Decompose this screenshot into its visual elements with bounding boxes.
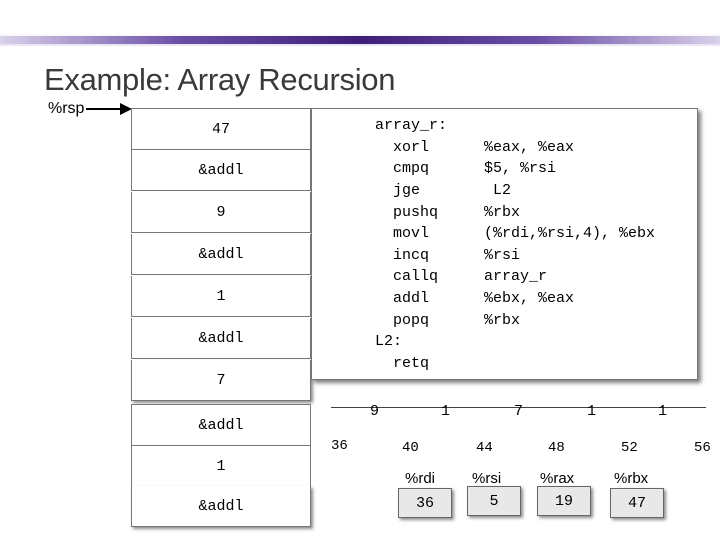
array-element: 1: [587, 403, 597, 420]
register-name: %rsi: [472, 470, 502, 487]
stack-cell: 1: [131, 276, 311, 317]
stack-cell: 7: [131, 360, 311, 401]
code-operands: %rbx: [484, 204, 521, 221]
register-name: %rax: [540, 470, 575, 487]
array-element: 7: [514, 403, 524, 420]
register-name: %rdi: [405, 470, 436, 487]
stack-cell: &addl: [131, 404, 311, 446]
array-address: 40: [402, 440, 419, 456]
array-element: 1: [658, 403, 668, 420]
code-operands: L2: [484, 182, 512, 199]
code-label: L2:: [375, 333, 403, 350]
code-operands: $5, %rsi: [484, 160, 557, 177]
code-mnemonic: xorl: [375, 139, 430, 156]
code-mnemonic: callq: [375, 268, 439, 285]
register-value: 19: [537, 486, 591, 516]
register-value: 47: [610, 488, 664, 518]
array-strip-line: [331, 407, 706, 408]
code-mnemonic: jge: [375, 182, 421, 199]
code-operands: (%rdi,%rsi,4), %ebx: [484, 225, 656, 242]
array-element: 9: [370, 403, 380, 420]
array-element: 1: [441, 403, 451, 420]
slide-title: Example: Array Recursion: [44, 62, 396, 97]
code-mnemonic: popq: [375, 312, 430, 329]
slide-header-band: [0, 0, 720, 46]
register-name: %rbx: [614, 470, 649, 487]
arrow-right-icon: [86, 103, 132, 115]
stack-cell: 1: [131, 446, 311, 487]
code-operands: %rbx: [484, 312, 521, 329]
stack-cell: &addl: [131, 150, 311, 191]
code-mnemonic: retq: [375, 355, 430, 372]
register-value: 36: [398, 488, 452, 518]
array-address: 44: [476, 440, 493, 456]
code-mnemonic: pushq: [375, 204, 439, 221]
stack-cell: 47: [131, 108, 311, 150]
array-memory-strip: 9 1 7 1 1 36 40 44 48 52 56: [331, 395, 720, 456]
stack-cell: &addl: [131, 318, 311, 359]
array-address: 56: [694, 440, 711, 456]
array-address: 36: [331, 438, 348, 454]
register-value: 5: [467, 486, 521, 516]
code-operands: array_r: [484, 268, 548, 285]
code-mnemonic: movl: [375, 225, 430, 242]
code-operands: %eax, %eax: [484, 139, 575, 156]
code-mnemonic: incq: [375, 247, 430, 264]
code-operands: %rsi: [484, 247, 521, 264]
stack-diagram: 47 &addl 9 &addl 1 &addl 7 &addl 1 &addl: [131, 108, 311, 527]
code-mnemonic: cmpq: [375, 160, 430, 177]
code-label: array_r:: [375, 117, 448, 134]
stack-cell: 9: [131, 192, 311, 233]
rsp-label: %rsp: [48, 100, 85, 117]
array-address: 48: [548, 440, 565, 456]
code-mnemonic: addl: [375, 290, 430, 307]
header-stripe: [0, 36, 720, 44]
assembly-code-box: array_r: xorl %eax, %eax cmpq $5, %rsi j…: [311, 108, 698, 380]
array-address: 52: [621, 440, 638, 456]
stack-cell: &addl: [131, 486, 311, 527]
stack-cell: &addl: [131, 234, 311, 275]
code-operands: %ebx, %eax: [484, 290, 575, 307]
